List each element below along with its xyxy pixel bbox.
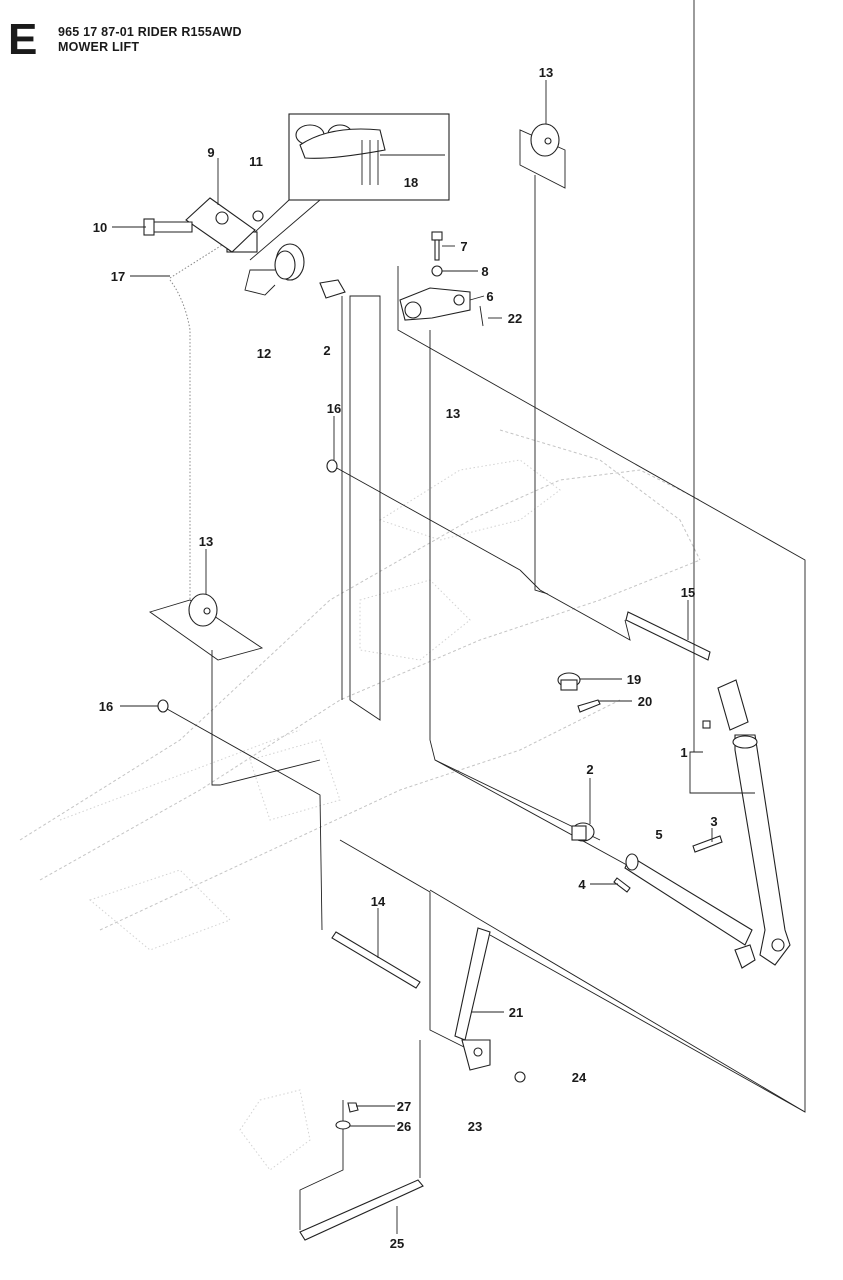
lift-bracket-hardware <box>399 231 484 327</box>
pulley-top <box>519 123 566 595</box>
callout-2-lower: 2 <box>586 762 593 777</box>
lift-lever <box>624 679 791 969</box>
callout-13-middle: 13 <box>446 406 460 421</box>
callout-24: 24 <box>572 1070 587 1085</box>
callout-22: 22 <box>508 311 522 326</box>
callout-25: 25 <box>390 1236 404 1251</box>
lift-spring <box>244 243 346 299</box>
link-rod-21 <box>454 927 526 1083</box>
chassis-ghost-outline <box>19 429 701 1171</box>
callout-16-lower: 16 <box>99 699 113 714</box>
pin-4 <box>613 877 631 893</box>
clip-27 <box>347 1102 359 1113</box>
callout-labels: 1 2 2 3 4 5 6 7 8 9 10 11 12 13 13 13 14… <box>93 65 718 1251</box>
callout-18: 18 <box>404 175 418 190</box>
callout-15: 15 <box>681 585 695 600</box>
callout-2-upper: 2 <box>323 343 330 358</box>
callout-21: 21 <box>509 1005 523 1020</box>
callout-8: 8 <box>481 264 488 279</box>
callout-20: 20 <box>638 694 652 709</box>
callout-19: 19 <box>627 672 641 687</box>
chain-bracket <box>143 197 264 253</box>
callout-27: 27 <box>397 1099 411 1114</box>
washer-lower <box>157 699 169 713</box>
callout-1: 1 <box>680 745 687 760</box>
callout-3: 3 <box>710 814 717 829</box>
pin-3 <box>692 835 723 853</box>
section-letter: E <box>8 15 38 64</box>
callout-14: 14 <box>371 894 386 909</box>
callout-16-upper: 16 <box>327 401 341 416</box>
callout-17: 17 <box>111 269 125 284</box>
callout-11: 11 <box>249 154 263 169</box>
bushing-2-lower <box>571 822 595 842</box>
callout-5: 5 <box>655 827 662 842</box>
rod-25 <box>299 1179 424 1241</box>
rod-15 <box>625 611 711 661</box>
callout-9: 9 <box>207 145 214 160</box>
callout-7: 7 <box>460 239 467 254</box>
rod-14 <box>331 931 421 989</box>
diagram-subtitle: MOWER LIFT <box>58 40 140 54</box>
callout-10: 10 <box>93 220 107 235</box>
bushing-19 <box>557 672 581 691</box>
lift-chain <box>169 239 231 600</box>
washer-26 <box>335 1120 351 1130</box>
callout-13-top: 13 <box>539 65 553 80</box>
pin-20 <box>577 699 601 713</box>
callout-13-left: 13 <box>199 534 213 549</box>
callout-12: 12 <box>257 346 271 361</box>
callout-4: 4 <box>578 877 586 892</box>
assembly-guide-lines <box>159 266 806 1230</box>
callout-6: 6 <box>486 289 493 304</box>
pulley-left <box>148 593 264 661</box>
diagram-title: 965 17 87-01 RIDER R155AWD <box>58 25 242 39</box>
washer-upper <box>326 459 338 473</box>
callout-leaders <box>112 0 755 1234</box>
callout-26: 26 <box>397 1119 411 1134</box>
callout-23: 23 <box>468 1119 482 1134</box>
